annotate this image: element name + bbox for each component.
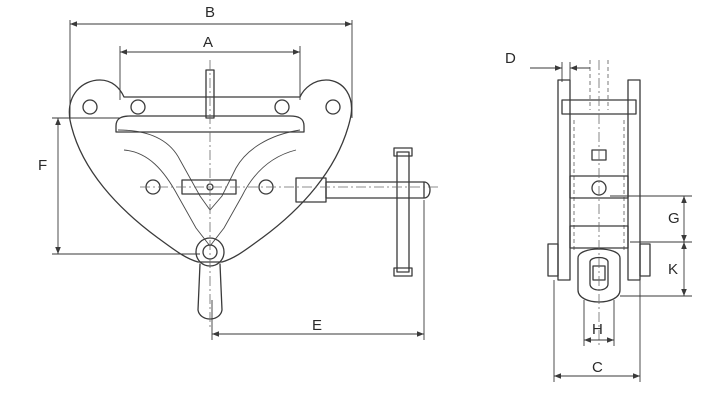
side-plate-right [627, 79, 641, 281]
side-plate-left [557, 79, 571, 281]
side-shackle-eye-inner [589, 256, 609, 291]
dimension-a-label: A [203, 34, 213, 51]
dimension-b-label: B [205, 4, 215, 21]
screw-shaft [325, 181, 425, 199]
clamp-jaw-inner [117, 129, 301, 211]
side-shackle-eye [577, 248, 621, 303]
dimension-h: H [583, 300, 615, 346]
side-lug-right [639, 243, 651, 277]
screw-nut [295, 177, 327, 203]
side-view [547, 60, 651, 345]
dimension-e: E [211, 200, 425, 340]
dimension-h-label: H [592, 321, 603, 338]
dimension-k-label: K [668, 261, 678, 278]
dimension-b: B [69, 4, 353, 118]
dimension-f-label: F [38, 157, 47, 174]
dimension-f: F [38, 117, 200, 255]
upper-right-pin [325, 99, 341, 115]
dimension-k: K [620, 242, 692, 297]
screw-handle [396, 151, 410, 273]
upper-left-pin-inner [130, 99, 146, 115]
dimension-e-label: E [312, 317, 322, 334]
clamp-body-outline [68, 79, 353, 263]
side-lug-left [547, 243, 559, 277]
dimension-c: C [553, 280, 641, 382]
dimension-d-label: D [505, 50, 516, 67]
upper-right-pin-inner [274, 99, 290, 115]
dimension-a: A [119, 34, 301, 100]
front-view [68, 60, 440, 330]
dimension-g: G [610, 195, 692, 243]
upper-left-pin [82, 99, 98, 115]
screw-tip [423, 181, 431, 199]
screw-handle-cap-top [393, 147, 413, 157]
dimension-d: D [505, 50, 590, 82]
t-bar [205, 69, 215, 119]
top-plate [115, 115, 305, 133]
dimension-g-label: G [668, 210, 680, 227]
screw-handle-cap-bottom [393, 267, 413, 277]
dimension-c-label: C [592, 359, 603, 376]
